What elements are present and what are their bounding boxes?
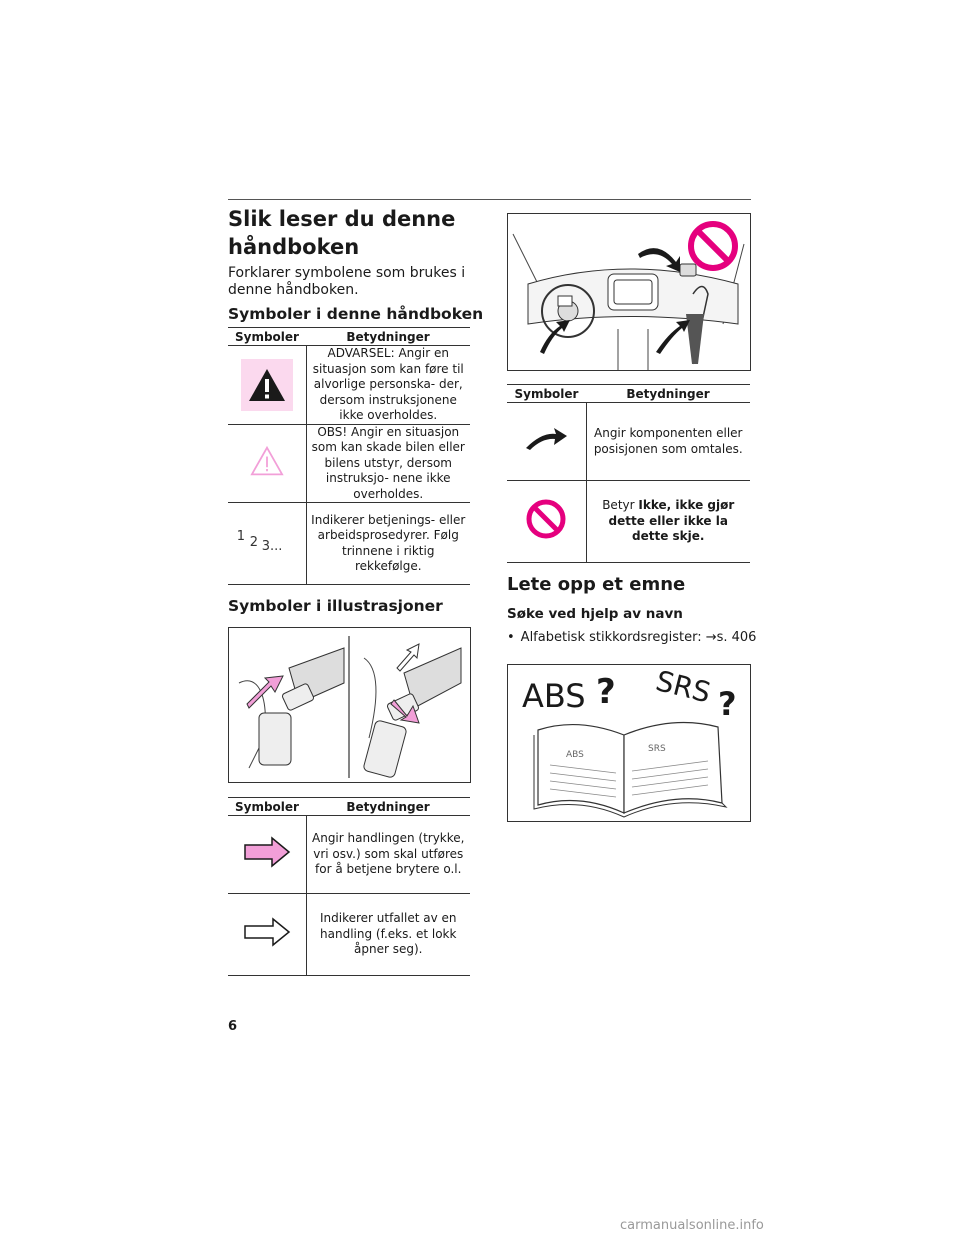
prohibited-icon bbox=[526, 499, 566, 539]
top-rule bbox=[228, 199, 751, 200]
seatbelt-illustration bbox=[228, 627, 471, 783]
illustration-symbols-table: Symboler Betydninger Angir handlingen (t… bbox=[228, 797, 470, 976]
bullet-text: Alfabetisk stikkordsregister: →s. 406 bbox=[520, 630, 757, 645]
page-title: Slik leser du denne håndboken bbox=[228, 207, 456, 259]
col-meaning: Betydninger bbox=[306, 327, 470, 346]
symbol-cell bbox=[228, 424, 307, 503]
page-number: 6 bbox=[228, 1019, 238, 1034]
book-inner-label-right: SRS bbox=[648, 744, 666, 754]
symbol-cell: 1 2 3... bbox=[228, 502, 307, 585]
step-1: 1 bbox=[236, 528, 246, 544]
col-symbol: Symboler bbox=[228, 327, 306, 346]
meaning-caution: OBS! Angir en situasjon som kan skade bi… bbox=[306, 424, 470, 503]
prohibit-bold: Ikke, ikke gjør dette eller ikke la dett… bbox=[608, 498, 735, 544]
col-symbol: Symboler bbox=[228, 797, 306, 816]
step-2: 2 bbox=[249, 534, 259, 550]
prohibit-prefix: Betyr bbox=[602, 498, 639, 513]
bullet-dot: • bbox=[507, 630, 515, 645]
book-label-srs: SRS bbox=[653, 665, 714, 709]
component-symbols-table: Symboler Betydninger Angir komponenten e… bbox=[507, 384, 750, 563]
meaning-prohibited: Betyr Ikke, ikke gjør dette eller ikke l… bbox=[586, 480, 750, 563]
meaning-steps: Indikerer betjenings- eller arbeidsprose… bbox=[306, 502, 470, 585]
symbol-cell bbox=[507, 480, 587, 563]
action-arrow-pink-icon bbox=[244, 836, 290, 868]
book-question-left: ? bbox=[596, 672, 616, 712]
book-label-abs: ABS bbox=[522, 677, 586, 715]
col-meaning: Betydninger bbox=[306, 797, 470, 816]
col-meaning: Betydninger bbox=[586, 384, 750, 403]
section-heading-illustration-symbols: Symboler i illustrasjoner bbox=[228, 597, 443, 615]
book-question-right: ? bbox=[718, 685, 737, 723]
subheading-search-by-name: Søke ved hjelp av navn bbox=[507, 606, 683, 622]
component-arrow-icon bbox=[526, 428, 568, 451]
meaning-component: Angir komponenten eller posisjonen som o… bbox=[586, 402, 750, 481]
result-arrow-outline-icon bbox=[244, 917, 290, 947]
meaning-result: Indikerer utfallet av en handling (f.eks… bbox=[306, 893, 470, 976]
step-3: 3... bbox=[261, 538, 283, 554]
caution-triangle-outline-icon bbox=[250, 445, 284, 476]
symbol-cell bbox=[507, 402, 587, 481]
book-illustration: ABS SRS ABS ? SRS ? bbox=[507, 664, 751, 822]
intro-text: Forklarer symbolene som brukes i denne h… bbox=[228, 265, 466, 298]
watermark: carmanualsonline.info bbox=[620, 1218, 764, 1233]
dashboard-illustration bbox=[507, 213, 751, 371]
meaning-action: Angir handlingen (trykke, vri osv.) som … bbox=[306, 815, 470, 894]
step-numbers-icon: 1 2 3... bbox=[235, 528, 299, 557]
meaning-warning: ADVARSEL: Angir en situasjon som kan før… bbox=[306, 345, 470, 425]
symbol-cell bbox=[228, 893, 307, 976]
section-heading-manual-symbols: Symboler i denne håndboken bbox=[228, 305, 484, 323]
warning-triangle-filled-icon bbox=[240, 358, 293, 411]
section-heading-lookup: Lete opp et emne bbox=[507, 574, 686, 595]
bullet-index: • Alfabetisk stikkordsregister: →s. 406 bbox=[507, 630, 756, 646]
symbol-cell bbox=[228, 815, 307, 894]
manual-symbols-table: Symboler Betydninger ADVARSEL: Angir en … bbox=[228, 327, 470, 585]
col-symbol: Symboler bbox=[507, 384, 586, 403]
symbol-cell bbox=[228, 345, 307, 425]
book-inner-label-left: ABS bbox=[566, 750, 584, 760]
